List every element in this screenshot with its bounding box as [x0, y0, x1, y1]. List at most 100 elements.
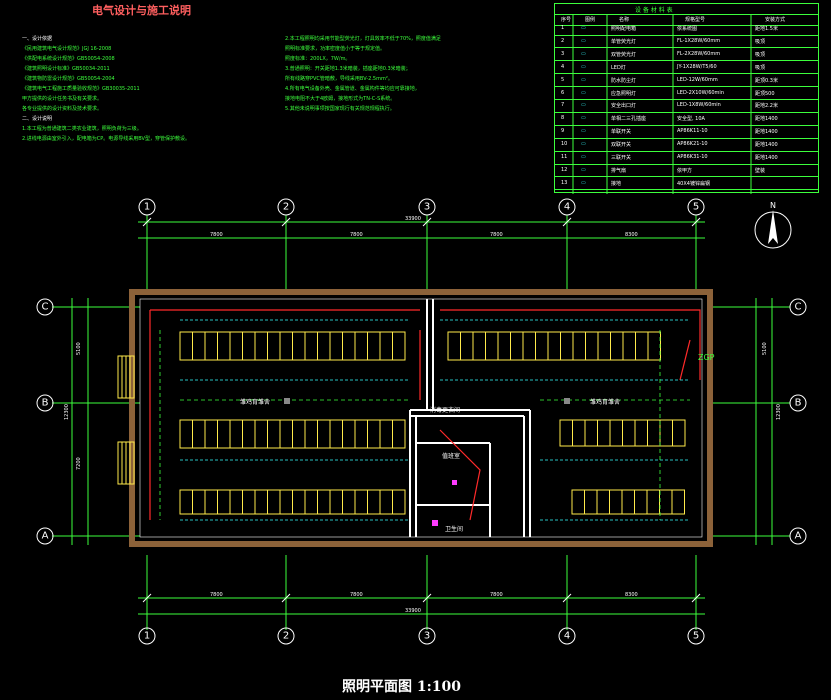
legend-title: 设 备 材 料 表 [635, 7, 673, 14]
cage-unit [354, 419, 368, 449]
panel-label: ZGP [698, 353, 715, 362]
cage-unit [609, 489, 623, 515]
cage-unit [367, 489, 381, 515]
dim-span-2-bottom: 7800 [350, 592, 363, 598]
mid_lines-line: 照明标准要求，功率密度值小于等于规定值。 [285, 46, 386, 52]
dim-left-upper: 5100 [76, 342, 82, 355]
axis-label-row: C [795, 302, 802, 313]
legend-symbol-icon: ▭ [581, 102, 586, 109]
axis-label-col: 1 [144, 631, 150, 642]
dim-span-4-bottom: 8300 [625, 592, 638, 598]
cage-unit [634, 419, 648, 447]
cage-unit [635, 331, 649, 361]
cage-unit [572, 419, 586, 447]
cage-unit [379, 331, 393, 361]
cage-unit [672, 419, 686, 447]
cage-unit [610, 331, 624, 361]
legend-cell: 距地2.2米 [755, 103, 778, 110]
legend-row: 1▭照明配电箱依系统图距地1.5米 [555, 24, 818, 36]
cage-unit [547, 331, 561, 361]
legend-cell: 7 [561, 102, 565, 109]
cage-unit [560, 331, 574, 361]
legend-header-name: 名称 [619, 17, 630, 23]
legend-cell: 应急照明灯 [611, 90, 637, 97]
legend-cell: 排气扇 [611, 167, 627, 174]
legend-cell: 距地1400 [755, 129, 778, 136]
legend-symbol-icon: ▭ [581, 141, 586, 148]
dim-left-lower: 7200 [76, 457, 82, 470]
cage-unit [317, 419, 331, 449]
axis-label-col: 5 [693, 202, 699, 213]
room-label-corridor: 消毒更衣间 [430, 406, 460, 414]
cage-unit [267, 419, 281, 449]
legend-cell: 距顶0.3米 [755, 77, 778, 84]
north-arrow: N [754, 201, 792, 249]
cage-unit [192, 419, 206, 449]
cage-unit [267, 489, 281, 515]
cage-unit [535, 331, 549, 361]
cage-unit [179, 489, 193, 515]
legend-symbol-icon: ▭ [581, 166, 586, 173]
legend-symbol-icon: ▭ [581, 154, 586, 160]
cage-unit [367, 419, 381, 449]
axis-bubble-col [277, 627, 295, 645]
legend-cell: 单管荧光灯 [611, 38, 637, 45]
left_lines-line: 《建筑照明设计标准》GB50034-2011 [22, 66, 110, 72]
north-label: N [770, 201, 776, 210]
legend-cell: 1 [561, 25, 565, 31]
legend-cell: 距顶500 [755, 90, 775, 97]
plan-title: 照明平面图 1:100 [342, 679, 462, 695]
cage-unit [342, 331, 356, 361]
dim-span-2: 7800 [350, 232, 363, 238]
cage-unit [342, 489, 356, 515]
cage-unit [609, 419, 623, 447]
dim-right-upper: 5100 [762, 342, 768, 355]
axis-bubble-row [789, 298, 807, 316]
cage-unit [292, 419, 306, 449]
mid_lines-line: 接地电阻不大于4欧姆，接地形式为TN-C-S系统。 [285, 96, 396, 102]
cage-unit [392, 489, 406, 515]
axis-bubble-col [277, 198, 295, 216]
legend-cell: 距地1400 [755, 155, 778, 161]
cage-unit [647, 331, 661, 361]
legend-symbol-icon: ▭ [581, 128, 586, 135]
legend-cell: LED-1X8W/60min [677, 102, 721, 109]
cage-unit [267, 331, 281, 361]
cage-unit [367, 331, 381, 361]
legend-cell: JY-1X28W/T5/60 [677, 63, 717, 70]
cage-unit [621, 489, 635, 515]
legend-cell: 吸顶 [755, 51, 766, 58]
mid_lines-line: 2.本工程照明均采用节能型荧光灯，灯具效率不低于70%，照度值满足 [285, 36, 441, 42]
cage-unit [497, 331, 511, 361]
cage-unit [229, 331, 243, 361]
legend-header-no: 序号 [561, 17, 572, 23]
cage-unit [354, 489, 368, 515]
legend-cell: 12 [561, 166, 568, 173]
legend-cell: 6 [561, 89, 565, 96]
legend-cell: 依系统图 [677, 26, 698, 32]
legend-symbol-icon: ▭ [581, 179, 586, 186]
cage-unit [571, 489, 585, 515]
cage-unit [596, 489, 610, 515]
left_lines-line: 各专业提供的设计资料及技术要求。 [22, 106, 103, 112]
axis-label-col: 1 [144, 202, 150, 213]
cage-unit [242, 489, 256, 515]
legend-cell: LED-12W/60mm [677, 76, 718, 83]
cage-unit [485, 331, 499, 361]
legend-cell: AP86K21-10 [677, 141, 708, 148]
legend-cell: 11 [561, 154, 568, 160]
legend-cell: AP86K11-10 [677, 128, 708, 135]
cage-unit [354, 331, 368, 361]
cage-unit [279, 331, 293, 361]
cage-unit [229, 419, 243, 449]
cage-unit [634, 489, 648, 515]
cage-unit [279, 419, 293, 449]
dim-span-1-bottom: 7800 [210, 592, 223, 598]
legend-cell: 依甲方 [677, 167, 693, 174]
